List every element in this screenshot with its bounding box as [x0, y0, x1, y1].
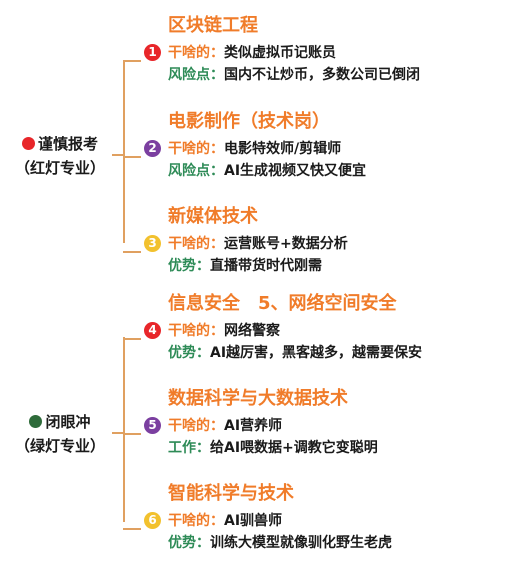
item-number-badge: 5: [144, 417, 161, 434]
major-title: 区块链工程: [168, 15, 258, 36]
detail-row: 干啥的：网络警察: [168, 321, 280, 341]
major-title: 新媒体技术: [168, 206, 258, 227]
detail-value: AI营养师: [224, 418, 283, 434]
detail-label: 风险点：: [168, 163, 224, 179]
branch-line: [123, 156, 141, 158]
connector-line: [112, 432, 124, 434]
group-label-subtitle: （绿灯专业）: [14, 437, 105, 455]
branch-line: [123, 60, 141, 62]
detail-label: 优势：: [168, 535, 210, 551]
detail-value: 电影特效师/剪辑师: [224, 141, 342, 157]
detail-value: 运营账号+数据分析: [224, 236, 348, 252]
bracket-line: [123, 60, 125, 243]
major-title: 数据科学与大数据技术: [168, 388, 348, 409]
detail-label: 风险点：: [168, 67, 224, 83]
detail-value: AI生成视频又快又便宜: [224, 163, 367, 179]
detail-row: 优势：直播带货时代刚需: [168, 256, 322, 276]
item-number-badge: 6: [144, 512, 161, 529]
detail-row: 干啥的：电影特效师/剪辑师: [168, 139, 341, 159]
detail-label: 优势：: [168, 258, 210, 274]
group-label-subtitle: （红灯专业）: [14, 159, 105, 177]
branch-line: [123, 251, 141, 253]
detail-row: 工作：给AI喂数据+调教它变聪明: [168, 438, 378, 458]
status-dot-icon: [21, 137, 35, 150]
detail-label: 干啥的：: [168, 236, 224, 252]
detail-row: 风险点：国内不让炒币，多数公司已倒闭: [168, 65, 420, 85]
item-number-badge: 1: [144, 44, 161, 61]
detail-value: 训练大模型就像驯化野生老虎: [210, 535, 392, 551]
detail-row: 优势：AI越厉害，黑客越多，越需要保安: [168, 343, 422, 363]
group-label-title: 闭眼冲: [45, 413, 91, 431]
branch-line: [123, 338, 141, 340]
major-title: 智能科学与技术: [168, 483, 294, 504]
branch-line: [123, 528, 141, 530]
group-label: 闭眼冲 （绿灯专业）: [4, 410, 116, 458]
item-number-badge: 4: [144, 322, 161, 339]
detail-row: 优势：训练大模型就像驯化野生老虎: [168, 533, 392, 553]
detail-value: 国内不让炒币，多数公司已倒闭: [224, 67, 420, 83]
detail-label: 干啥的：: [168, 45, 224, 61]
detail-row: 风险点：AI生成视频又快又便宜: [168, 161, 366, 181]
status-dot-icon: [29, 415, 43, 428]
detail-row: 干啥的：AI驯兽师: [168, 511, 282, 531]
detail-row: 干啥的：AI营养师: [168, 416, 282, 436]
detail-value: 给AI喂数据+调教它变聪明: [210, 440, 378, 456]
detail-value: AI越厉害，黑客越多，越需要保安: [210, 345, 423, 361]
group-label: 谨慎报考 （红灯专业）: [4, 132, 116, 180]
detail-label: 干啥的：: [168, 323, 224, 339]
bracket-line: [123, 337, 125, 522]
detail-label: 干啥的：: [168, 513, 224, 529]
detail-value: 类似虚拟币记账员: [224, 45, 336, 61]
major-title: 电影制作（技术岗）: [168, 111, 330, 132]
connector-line: [112, 154, 124, 156]
detail-label: 工作：: [168, 440, 210, 456]
detail-value: 网络警察: [224, 323, 280, 339]
item-number-badge: 2: [144, 140, 161, 157]
item-number-badge: 3: [144, 235, 161, 252]
detail-row: 干啥的：类似虚拟币记账员: [168, 43, 336, 63]
detail-value: 直播带货时代刚需: [210, 258, 322, 274]
branch-line: [123, 433, 141, 435]
detail-row: 干啥的：运营账号+数据分析: [168, 234, 348, 254]
group-label-title: 谨慎报考: [37, 135, 98, 153]
detail-value: AI驯兽师: [224, 513, 283, 529]
detail-label: 干啥的：: [168, 141, 224, 157]
detail-label: 优势：: [168, 345, 210, 361]
detail-label: 干啥的：: [168, 418, 224, 434]
major-title: 信息安全 5、网络空间安全: [168, 293, 397, 314]
